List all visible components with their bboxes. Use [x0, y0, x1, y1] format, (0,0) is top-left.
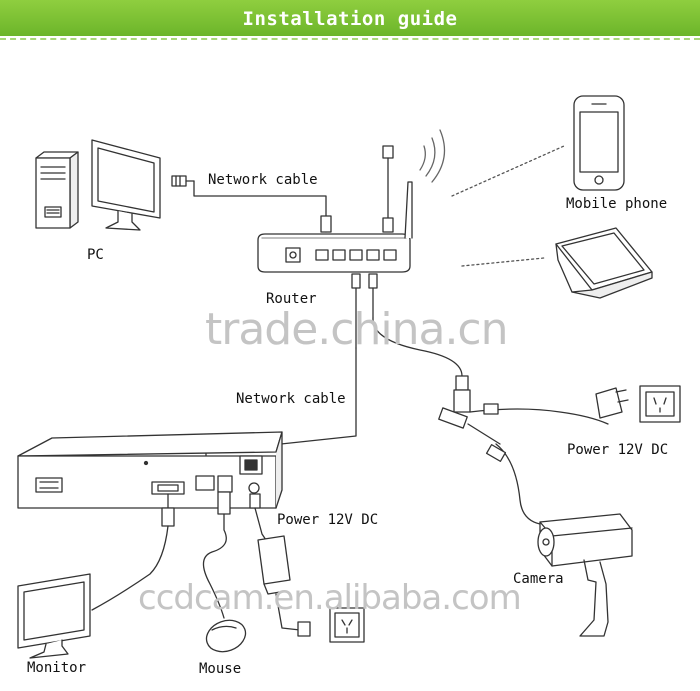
wireless-link-phone: [451, 145, 565, 197]
vga-cable-to-monitor: [91, 525, 169, 611]
camera-icon: [537, 513, 633, 637]
label-router: Router: [266, 291, 317, 307]
dc-cable: [254, 507, 267, 541]
vga-plug-icon: [161, 507, 175, 527]
usb-plug-icon: [217, 491, 231, 515]
ac-plug-icon: [297, 621, 311, 637]
wireless-link-laptop: [461, 257, 545, 267]
label-power-camera: Power 12V DC: [567, 442, 669, 458]
router-icon: [257, 181, 413, 273]
monitor-icon: [17, 573, 91, 659]
router-bottom-cables: [351, 273, 378, 349]
label-network-cable-top: Network cable: [208, 172, 318, 188]
camera-wall-socket-icon: [639, 385, 681, 423]
label-monitor: Monitor: [27, 660, 87, 676]
dc-plug-icon: [249, 493, 261, 509]
page-title: Installation guide: [242, 8, 458, 30]
header-banner: [0, 0, 700, 36]
label-pc: PC: [87, 247, 104, 263]
pc-monitor-icon: [91, 139, 161, 231]
laptop-icon: [555, 227, 653, 299]
watermark-ccdcam: ccdcam.en.alibaba.com: [138, 578, 522, 618]
ac-cable: [275, 593, 301, 631]
camera-power-adapter-icon: [595, 387, 629, 419]
label-mouse: Mouse: [199, 661, 242, 677]
rj45-plug-icon: [171, 175, 195, 187]
label-mobile-phone: Mobile phone: [566, 196, 668, 212]
dc-jack-icon: [483, 403, 499, 415]
camera-cable: [495, 443, 541, 525]
router-top-cables: [320, 145, 394, 233]
mobile-phone-icon: [573, 95, 625, 191]
label-power-dvr: Power 12V DC: [277, 512, 379, 528]
usb-cable-to-mouse: [202, 513, 227, 619]
wifi-signal-icon: [419, 129, 446, 183]
mouse-icon: [205, 619, 247, 653]
camera-pigtail-upper: [467, 423, 501, 445]
label-network-cable-mid: Network cable: [236, 391, 346, 407]
camera-connector-icon: [438, 375, 471, 429]
power-adapter-icon: [257, 535, 291, 595]
network-cable-router-camera: [372, 317, 463, 377]
bnc-connector-icon: [485, 444, 507, 462]
watermark-trade-china: trade.china.cn: [205, 304, 509, 355]
label-camera: Camera: [513, 571, 564, 587]
wall-socket-icon: [329, 607, 365, 643]
header-divider: [0, 38, 700, 40]
dvr-recorder-icon: [17, 431, 283, 509]
network-cable-pc-router: [193, 180, 327, 217]
pc-tower-icon: [35, 151, 79, 229]
